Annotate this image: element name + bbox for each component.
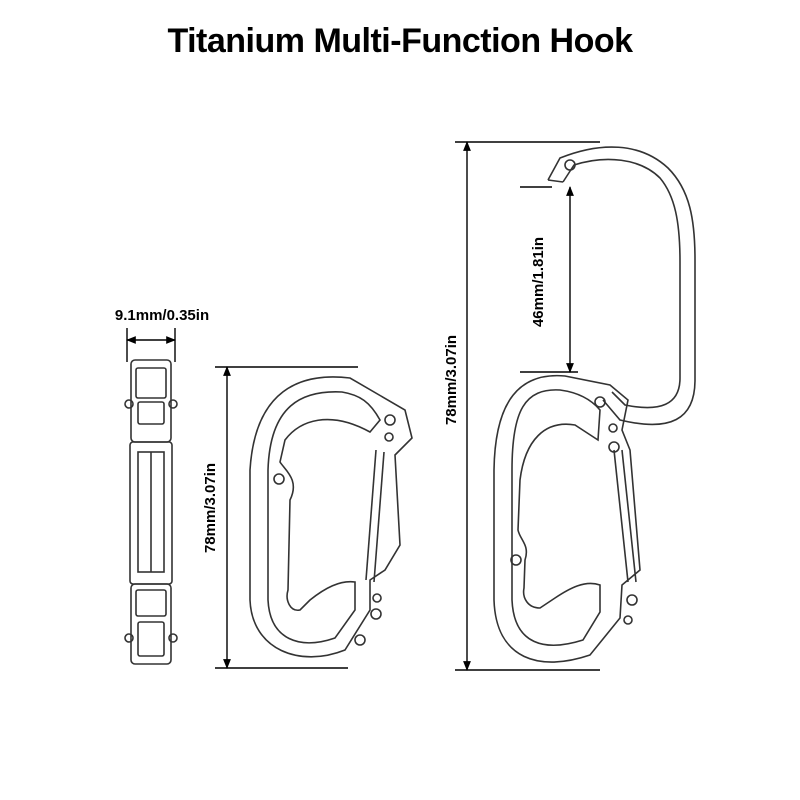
width-dimension	[126, 328, 176, 362]
length-label-open: 78mm/3.07in	[443, 335, 460, 425]
opening-dimension	[520, 186, 578, 373]
opening-label: 46mm/1.81in	[530, 237, 547, 327]
length-label-closed: 78mm/3.07in	[202, 463, 219, 553]
front-view-open-hook	[493, 146, 696, 663]
front-view-closed-hook	[249, 376, 413, 658]
side-view-hook	[124, 359, 178, 665]
width-label: 9.1mm/0.35in	[115, 307, 209, 324]
length-dimension-open	[455, 141, 600, 671]
length-dimension-closed	[215, 366, 358, 669]
page-title: Titanium Multi-Function Hook	[167, 22, 633, 60]
